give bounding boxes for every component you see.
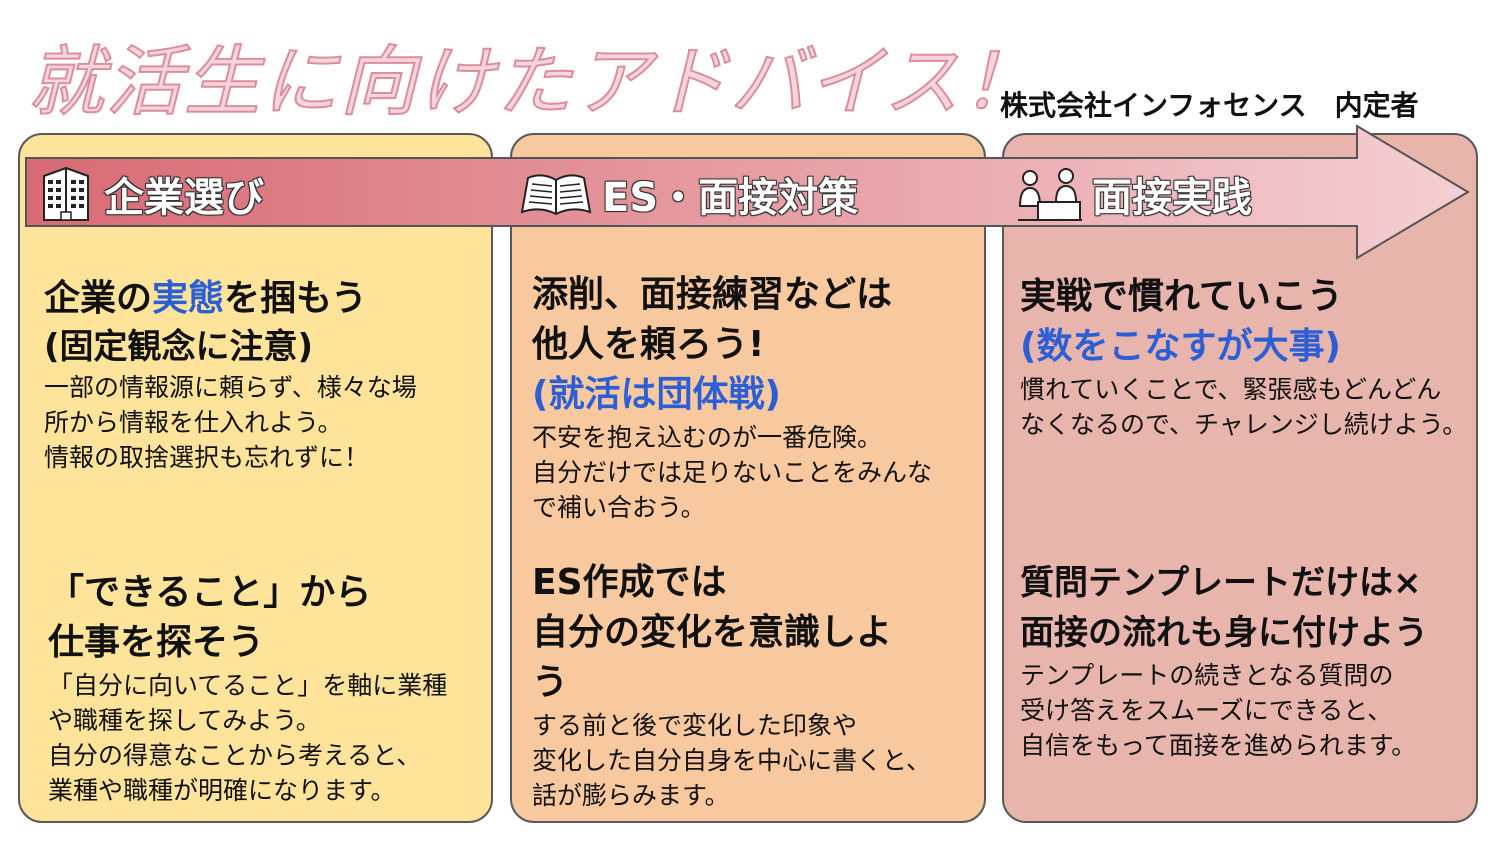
- page-title: 就活生に向けたアドバイス！: [27, 36, 1040, 127]
- tip-body-line: 情報の取捨選択も忘れずに！: [44, 443, 370, 472]
- tip-heading-text: を掴もう: [224, 278, 367, 319]
- tip-block-practice: 実戦で慣れていこう (数をこなすが大事) 慣れていくことで、緊張感もどんどん な…: [1020, 272, 1467, 442]
- tip-heading: 仕事を探そう: [48, 622, 265, 663]
- tip-body-line: する前と後で変化した印象や: [532, 711, 858, 740]
- tip-block-es-writing: ES作成では 自分の変化を意識しよ う する前と後で変化した印象や 変化した自分…: [532, 558, 931, 813]
- tip-body-line: 話が膨らみます。: [532, 781, 730, 810]
- tip-heading-text: 企業の: [44, 278, 153, 319]
- tip-heading: 企業の実態を掴もう: [44, 274, 417, 324]
- step-company-selection: 企業選び: [36, 160, 264, 228]
- tip-heading: ES作成では: [532, 562, 727, 603]
- interview-icon: [1018, 168, 1082, 221]
- step-es-interview-prep: ES・面接対策: [518, 160, 858, 228]
- tip-body-line: 受け答えをスムーズにできると、: [1020, 696, 1393, 725]
- tip-block-rely-on-others: 添削、面接練習などは 他人を頼ろう! (就活は団体戦) 不安を抱え込むのが一番危…: [532, 270, 932, 525]
- tip-body-line: 所から情報を仕入れよう。: [44, 408, 343, 437]
- tip-body-line: や職種を探してみよう。: [48, 706, 321, 735]
- tip-subheading: (固定観念に注意): [44, 327, 314, 367]
- step-interview-practice: 面接実践: [1014, 160, 1252, 228]
- tip-body-line: 自分だけでは足りないことをみんな: [532, 458, 933, 487]
- open-book-icon: [520, 174, 592, 216]
- tip-block-interview-flow: 質問テンプレートだけは× 面接の流れも身に付けよう テンプレートの続きとなる質問…: [1020, 558, 1428, 763]
- tip-heading: う: [532, 662, 569, 703]
- tip-heading: 面接の流れも身に付けよう: [1020, 613, 1428, 653]
- tip-body-line: で補い合おう。: [532, 493, 706, 522]
- building-icon: [43, 166, 89, 221]
- step-label: ES・面接対策: [602, 175, 859, 221]
- tip-heading-highlight: (就活は団体戦): [532, 374, 781, 415]
- tip-body-line: 一部の情報源に頼らず、様々な場: [44, 373, 417, 402]
- tip-body-line: テンプレートの続きとなる質問の: [1020, 661, 1394, 690]
- tip-block-company-reality: 企業の実態を掴もう (固定観念に注意) 一部の情報源に頼らず、様々な場 所から情…: [44, 274, 417, 475]
- tip-heading: 実戦で慣れていこう: [1020, 276, 1343, 317]
- tip-block-find-work: 「できること」から 仕事を探そう 「自分に向いてること」を軸に業種 や職種を探し…: [48, 568, 447, 808]
- tip-body-line: 業種や職種が明確になります。: [48, 776, 396, 805]
- author-label: 株式会社インフォセンス 内定者: [1000, 89, 1419, 122]
- tip-body-line: 不安を抱え込むのが一番危険。: [532, 423, 883, 452]
- tip-heading: 自分の変化を意識しよ: [532, 612, 893, 653]
- tip-body-line: 自分の得意なことから考えると、: [48, 741, 422, 770]
- step-label: 企業選び: [104, 175, 264, 221]
- step-label: 面接実践: [1092, 175, 1252, 221]
- tip-heading: 「できること」から: [48, 572, 372, 613]
- tip-body-line: 慣れていくことで、緊張感もどんどん: [1020, 375, 1442, 404]
- tip-heading: 添削、面接練習などは: [532, 274, 893, 315]
- tip-body-line: 「自分に向いてること」を軸に業種: [48, 671, 448, 700]
- tip-heading-highlight: 実態: [152, 278, 225, 319]
- tip-body-line: 自信をもって面接を進められます。: [1020, 731, 1417, 760]
- tip-heading: 質問テンプレートだけは×: [1020, 563, 1422, 603]
- tip-heading-highlight: (数をこなすが大事): [1020, 326, 1341, 367]
- tip-heading: 他人を頼ろう!: [532, 324, 765, 365]
- tip-body-line: なくなるので、チャレンジし続けよう。: [1020, 410, 1468, 439]
- tip-body-line: 変化した自分自身を中心に書くと、: [532, 746, 932, 775]
